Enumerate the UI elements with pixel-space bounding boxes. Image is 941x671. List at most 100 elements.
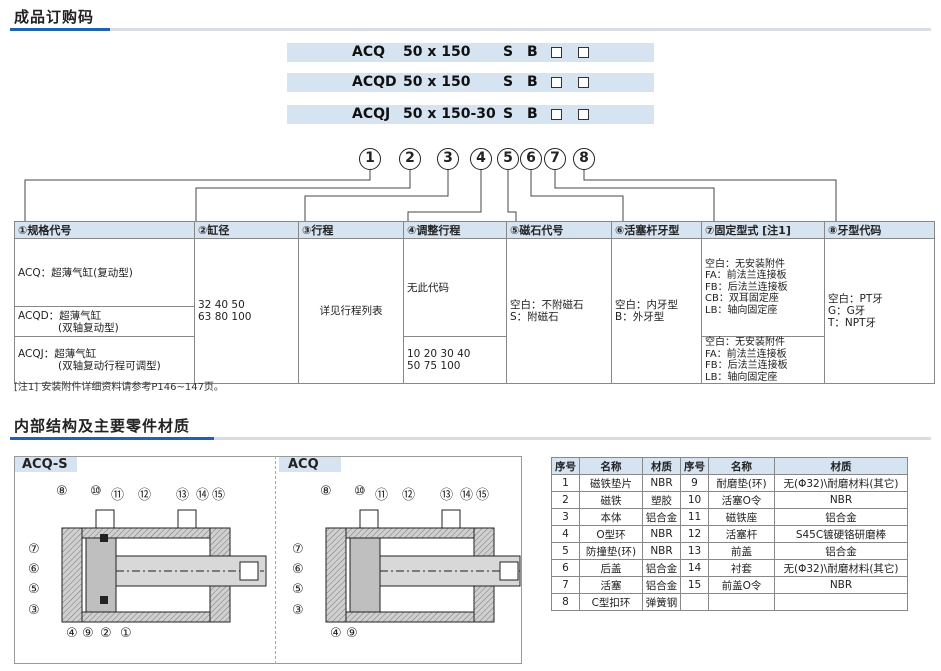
mount-b-line: FB：后法兰连接板 [705,360,788,371]
connector-lines [24,168,837,222]
model-acqd-text: ACQD：超薄气缸 [18,309,102,322]
mount-a-line: FB：后法兰连接板 [705,281,788,293]
header-material: 材质 [774,457,908,475]
callout-8: 8 [573,148,595,170]
callout-3: 3 [437,148,459,170]
rod-code: B [527,74,538,90]
cell: 7 [551,576,580,594]
cell: 11 [680,508,709,526]
diagram-divider [275,456,276,664]
header-stroke: ③行程 [298,221,404,239]
part-label: ⑮ [212,488,226,503]
cell: 前盖O令 [708,576,775,594]
adjust-values-cell: 10 20 30 40 50 75 100 [403,336,507,384]
bore-line-2: 63 80 100 [198,311,252,323]
footnote: [注1] 安装附件详细资料请参考P146~147页。 [14,382,224,393]
cell: 4 [551,525,580,543]
spec-table: ①规格代号 ②缸径 ③行程 ④调整行程 ⑤磁石代号 ⑥活塞杆牙型 ⑦固定型式 [… [14,221,935,384]
part-label: ⑭ [196,488,210,503]
cell: 15 [680,576,709,594]
cell: C型扣环 [579,593,643,611]
thread-line-2: G：G牙 [828,305,866,317]
cell: 9 [680,474,709,492]
magnet-code: S [503,74,514,90]
cell: 耐磨垫(环) [708,474,775,492]
callout-1: 1 [359,148,381,170]
header-no: 序号 [551,457,580,475]
thread-placeholder-box [578,109,589,120]
part-label: ⑪ [111,488,125,503]
model-acq-text: ACQ：超薄气缸(复动型) [18,266,133,279]
part-label: ⑩ [354,484,366,499]
cell: 铝合金 [774,508,908,526]
cylinder-acq-s [61,509,267,623]
model-code: ACQJ [352,106,391,122]
model-code: ACQ [352,44,386,60]
stroke-cell: 详见行程列表 [298,238,404,384]
magnet-cell: 空白：不附磁石 S：附磁石 [506,238,612,384]
cell: 活塞 [579,576,643,594]
diagram-title-band [279,457,341,472]
mount-a-line: LB：轴向固定座 [705,304,778,316]
model-acqj-text: ACQJ：超薄气缸 [18,348,97,360]
adjust-line-1: 10 20 30 40 [407,348,471,360]
rod-code: B [527,44,538,60]
cell: 10 [680,491,709,509]
magnet-line-2: S：附磁石 [510,311,559,323]
callout-5: 5 [497,148,519,170]
part-label: ⑧ [56,484,68,499]
mount-placeholder-box [551,109,562,120]
magnet-code: S [503,106,514,122]
part-label: ① [120,626,132,641]
cell: 14 [680,559,709,577]
cell: NBR [642,474,681,492]
cell: NBR [642,542,681,560]
part-label: ⑧ [320,484,332,499]
adjust-none-cell: 无此代码 [403,238,507,337]
cell: 后盖 [579,559,643,577]
header-rod: ⑥活塞杆牙型 [611,221,702,239]
header-material: 材质 [642,457,681,475]
model-acqd-sub: (双轴复动型) [58,321,119,334]
cell: 1 [551,474,580,492]
mount-a-line: 空白：无安装附件 [705,258,785,270]
rod-line-1: 空白：内牙型 [615,299,678,311]
cell: 铝合金 [642,559,681,577]
cell [774,593,908,611]
cell: 12 [680,525,709,543]
part-label: ⑨ [82,626,94,641]
section-divider [10,437,931,440]
header-thread: ⑧牙型代码 [824,221,935,239]
bore-line-1: 32 40 50 [198,299,245,311]
cell [708,593,775,611]
part-label: ⑤ [292,582,304,597]
structure-diagram-frame [14,456,522,664]
part-label: ② [100,626,112,641]
cell: 前盖 [708,542,775,560]
cell: 衬套 [708,559,775,577]
cell: 2 [551,491,580,509]
section-title-order-code: 成品订购码 [14,8,95,26]
callout-4: 4 [470,148,492,170]
spec-header-row: ①规格代号 ②缸径 ③行程 ④调整行程 ⑤磁石代号 ⑥活塞杆牙型 ⑦固定型式 [… [14,221,935,239]
code-band-3 [287,105,654,124]
model-acq: ACQ：超薄气缸(复动型) [14,238,195,307]
cell [680,593,709,611]
cell: 活塞O令 [708,491,775,509]
part-label: ⑥ [292,562,304,577]
header-name: 名称 [579,457,643,475]
thread-cell: 空白：PT牙 G：G牙 T：NPT牙 [824,238,935,384]
model-acqj: ACQJ：超薄气缸 (双轴复动行程可调型) [14,336,195,384]
cell: 磁铁 [579,491,643,509]
cylinder-diagrams [61,509,521,623]
part-label: ④ [66,626,78,641]
thread-placeholder-box [578,77,589,88]
part-label: ⑫ [138,488,152,503]
part-label: ③ [28,603,40,618]
header-bore: ②缸径 [194,221,299,239]
mount-cell-a: 空白：无安装附件 FA：前法兰连接板 FB：后法兰连接板 CB：双耳固定座 LB… [701,238,825,337]
